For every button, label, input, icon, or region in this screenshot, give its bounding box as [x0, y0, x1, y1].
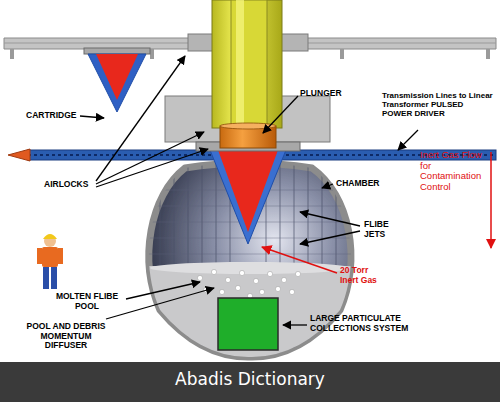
worker-figure-part	[44, 235, 56, 247]
flibe-jet-grid-part-part	[160, 160, 161, 360]
platform-part	[150, 49, 154, 59]
part-label: AIRLOCKS	[44, 180, 96, 190]
flibe-jet-grid-part-part	[281, 277, 286, 282]
flibe-jet-grid-part-part	[259, 289, 264, 294]
platform-part	[486, 49, 490, 59]
flow-note: Inert Gas Flow for Contamination Control	[420, 150, 486, 193]
driver-column-part	[231, 0, 267, 128]
part-label: PLUNGER	[300, 89, 360, 99]
flibe-jet-grid-part-part	[219, 289, 224, 294]
part-label: FLIBE JETS	[364, 220, 404, 239]
worker-figure-part	[43, 267, 49, 289]
flibe-jet-grid-part-part	[275, 286, 280, 291]
cartridge	[84, 48, 150, 112]
worker-figure	[37, 234, 63, 289]
leader-lines-part	[322, 184, 333, 188]
flibe-jet-grid-part	[150, 262, 350, 274]
worker-figure-part	[42, 247, 58, 267]
leader-lines-part	[106, 288, 214, 319]
cartridge-part	[88, 54, 146, 112]
cartridge-part	[96, 54, 138, 100]
leader-lines	[80, 56, 418, 325]
flibe-jet-grid-part-part	[197, 275, 202, 280]
leader-lines-part	[80, 116, 104, 118]
part-label: Transmission Lines to Linear Transformer…	[382, 92, 494, 119]
platform-part	[340, 49, 344, 59]
part-label: CHAMBER	[336, 179, 396, 189]
flibe-jet-grid-part	[197, 269, 300, 298]
flibe-jet-grid-part-part	[140, 254, 360, 255]
particulate-collector	[218, 298, 278, 350]
flibe-jet-grid-part-part	[289, 289, 294, 294]
part-label: CARTRIDGE	[26, 111, 80, 121]
driver-column-part	[212, 0, 282, 128]
flibe-jet-grid-part-part	[267, 271, 272, 276]
watermark: Abadis Dictionary	[0, 370, 500, 389]
leader-lines-part	[398, 130, 418, 150]
worker-figure-part	[51, 267, 57, 289]
leader-lines-part	[126, 282, 200, 299]
flibe-jet-grid-part-part	[211, 269, 216, 274]
chamber-cartridge	[210, 150, 286, 244]
leader-lines-part	[96, 149, 208, 187]
flibe-jet-grid-part-part	[235, 285, 240, 290]
flibe-jet-grid-part-part	[225, 277, 230, 282]
transmission-lines-part	[8, 149, 30, 161]
leader-lines-part	[263, 96, 298, 133]
flibe-jet-grid-part-part	[295, 271, 300, 276]
cartridge-part	[84, 48, 150, 54]
platform-part	[10, 49, 14, 59]
driver-column	[212, 0, 282, 128]
flibe-jet-grid-part-part	[253, 278, 258, 283]
gas-flow-arrows-part	[490, 152, 492, 248]
leader-lines-part	[283, 324, 307, 325]
leader-lines-part	[300, 212, 360, 226]
flibe-jet-grid-part-part	[239, 270, 244, 275]
chamber-cartridge-part	[210, 150, 286, 244]
worker-figure-part	[43, 234, 57, 239]
worker-figure-part	[37, 248, 42, 264]
chamber-cartridge-part	[218, 150, 278, 232]
part-label: LARGE PARTICULATE COLLECTIONS SYSTEM	[310, 314, 428, 333]
plunger	[220, 123, 276, 148]
worker-figure-part	[58, 248, 63, 264]
gas-note: 20 Torr Inert Gas	[340, 266, 388, 285]
gas-flow-arrows-part	[262, 247, 337, 273]
part-label: POOL AND DEBRIS MOMENTUM DIFFUSER	[20, 322, 112, 351]
particulate-collector-part	[218, 298, 278, 350]
watermark-bar	[0, 362, 500, 402]
leader-lines-part	[96, 132, 204, 184]
gas-flow-arrows	[262, 152, 491, 273]
driver-column-part	[236, 0, 244, 128]
leader-lines-part	[300, 231, 360, 244]
part-label: MOLTEN FLIBE POOL	[48, 292, 126, 311]
